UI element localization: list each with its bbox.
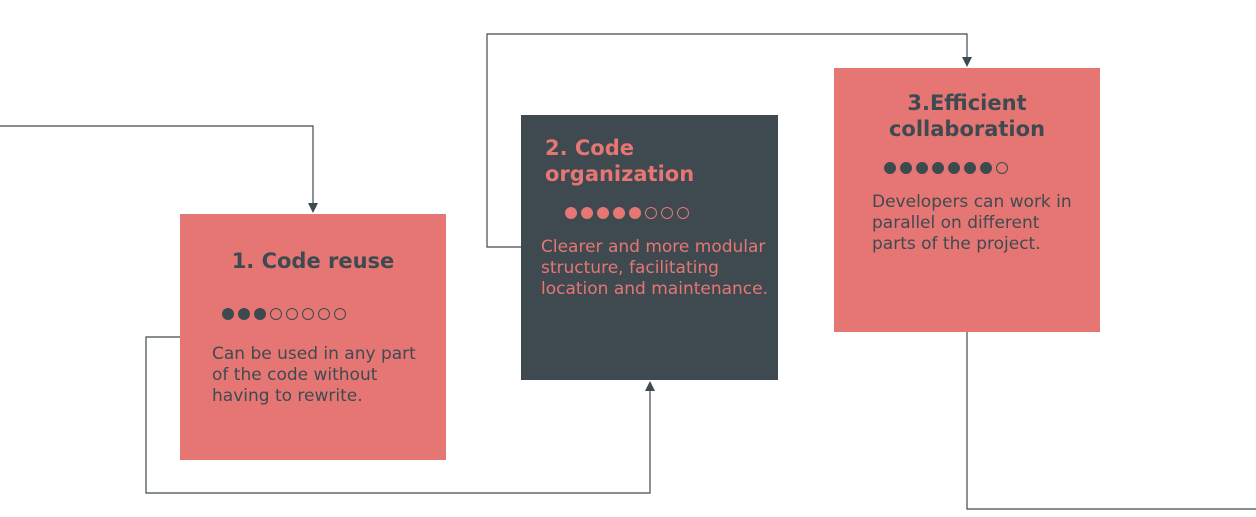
rating-dot-empty [677,207,689,219]
rating-dot-filled [948,162,960,174]
rating-dot-filled [932,162,944,174]
rating-dot-filled [916,162,928,174]
rating-dot-filled [629,207,641,219]
rating-dot-empty [334,308,346,320]
rating-dot-filled [238,308,250,320]
rating-dot-filled [964,162,976,174]
rating-dots [884,162,1008,174]
card-description: Can be used in any part of the code with… [212,344,416,406]
rating-dot-empty [270,308,282,320]
connector-entry-to-card-1 [0,125,318,213]
rating-dots [565,207,689,219]
rating-dot-filled [581,207,593,219]
rating-dot-empty [318,308,330,320]
rating-dot-filled [254,308,266,320]
card-title: 1. Code reuse [231,249,395,273]
card-title: 3.Efficient collaboration [888,91,1046,141]
rating-dot-filled [597,207,609,219]
connector-card-3-exit [966,332,1256,510]
rating-dot-filled [565,207,577,219]
rating-dot-filled [980,162,992,174]
rating-dot-empty [996,162,1008,174]
card-code-reuse: 1. Code reuse Can be used in any part of… [180,214,446,460]
rating-dot-empty [661,207,673,219]
rating-dot-empty [645,207,657,219]
connector-card-2-to-card-3 [486,33,972,248]
card-code-organization: 2. Code organization Clearer and more mo… [521,115,778,380]
card-title: 2. Code organization [545,136,695,186]
rating-dot-filled [222,308,234,320]
rating-dot-empty [302,308,314,320]
rating-dots [222,308,346,320]
card-description: Developers can work in parallel on diffe… [872,192,1072,254]
rating-dot-empty [286,308,298,320]
connector-card-1-to-card-2 [145,336,655,494]
card-efficient-collaboration: 3.Efficient collaboration Developers can… [834,68,1100,332]
rating-dot-filled [884,162,896,174]
rating-dot-filled [900,162,912,174]
card-description: Clearer and more modular structure, faci… [541,237,769,299]
rating-dot-filled [613,207,625,219]
